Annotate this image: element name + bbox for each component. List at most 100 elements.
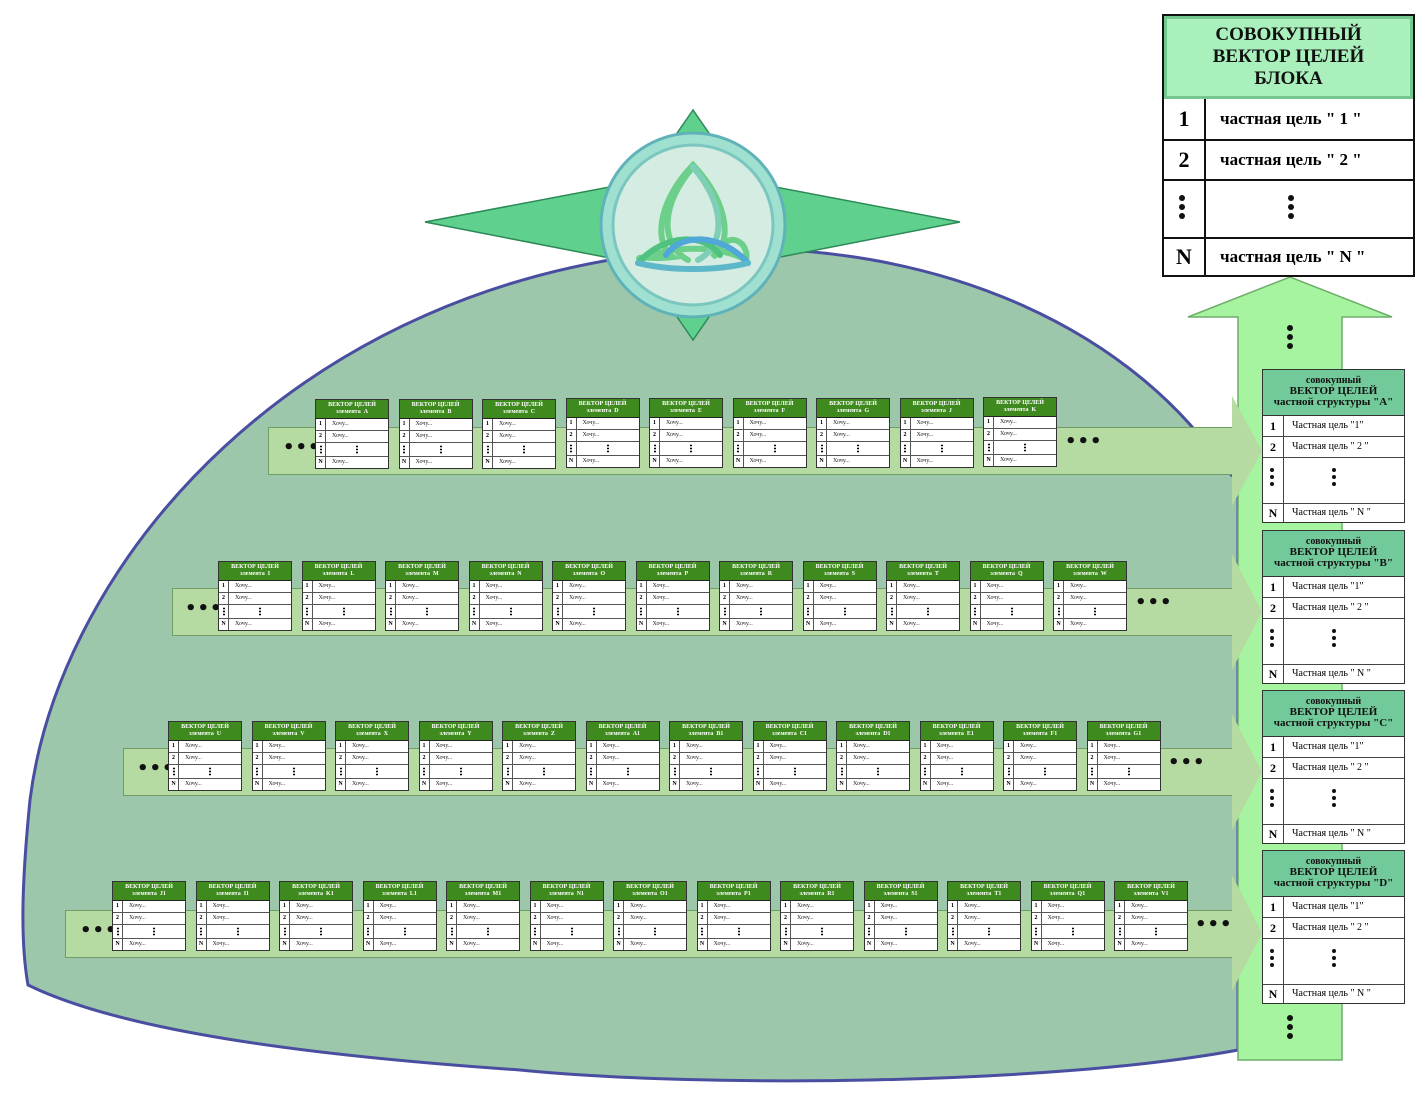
card-row-dots xyxy=(900,441,973,456)
card-row-dots xyxy=(1115,925,1187,939)
card-title: ВЕКТОР ЦЕЛЕЙ xyxy=(411,401,460,408)
card-title: ВЕКТОР ЦЕЛЕЙ xyxy=(348,724,396,730)
card-element-name: элемента M xyxy=(405,571,439,577)
card-element-name: элемента P1 xyxy=(716,891,751,897)
card-row-dots xyxy=(316,443,388,457)
block-row-number-dots xyxy=(1164,181,1206,237)
card-title: ВЕКТОР ЦЕЛЕЙ xyxy=(662,401,710,408)
card-title: ВЕКТОР ЦЕЛЕЙ xyxy=(899,564,947,570)
card-title: ВЕКТОР ЦЕЛЕЙ xyxy=(208,884,257,890)
card-row-dots xyxy=(753,765,826,779)
card-row-dots xyxy=(697,925,770,939)
card-title: ВЕКТОР ЦЕЛЕЙ xyxy=(829,400,877,407)
card-element-name: элемента E xyxy=(670,408,702,415)
card-element-name: элемента L xyxy=(322,571,355,577)
row-3-arrow-head xyxy=(1232,714,1262,830)
compass-left-ray xyxy=(424,184,621,261)
card-row-dots xyxy=(469,605,542,619)
block-title-line-1: СОВОКУПНЫЙ xyxy=(1215,24,1362,45)
card-element-name: элемента K1 xyxy=(298,891,334,897)
row-1-dots-right: ••• xyxy=(1065,431,1103,452)
card-row-dots xyxy=(864,925,937,939)
card-element-name: элемента M1 xyxy=(464,891,502,897)
card-title: ВЕКТОР ЦЕЛЕЙ xyxy=(732,564,780,570)
row-4-dots-left: ••• xyxy=(80,920,118,941)
card-element-name: элемента R1 xyxy=(799,891,835,897)
card-element-name: элемента C xyxy=(502,408,536,415)
card-title: ВЕКТОР ЦЕЛЕЙ xyxy=(1099,724,1148,730)
card-element-name: элемента T1 xyxy=(966,891,1002,897)
card-row-dots xyxy=(363,925,436,939)
compass-right-ray xyxy=(764,184,961,261)
card-row-dots xyxy=(1031,925,1104,939)
block-row-text: частная цель " 1 " xyxy=(1220,109,1362,128)
card-title: ВЕКТОР ЦЕЛЕЙ xyxy=(932,724,981,730)
card-element-name: элемента O xyxy=(572,571,606,577)
card-element-name: элемента Q1 xyxy=(1049,891,1086,897)
card-row-dots xyxy=(386,605,458,619)
card-row-dots xyxy=(948,925,1020,939)
block-row-n: N частная цель " N " xyxy=(1164,237,1413,275)
